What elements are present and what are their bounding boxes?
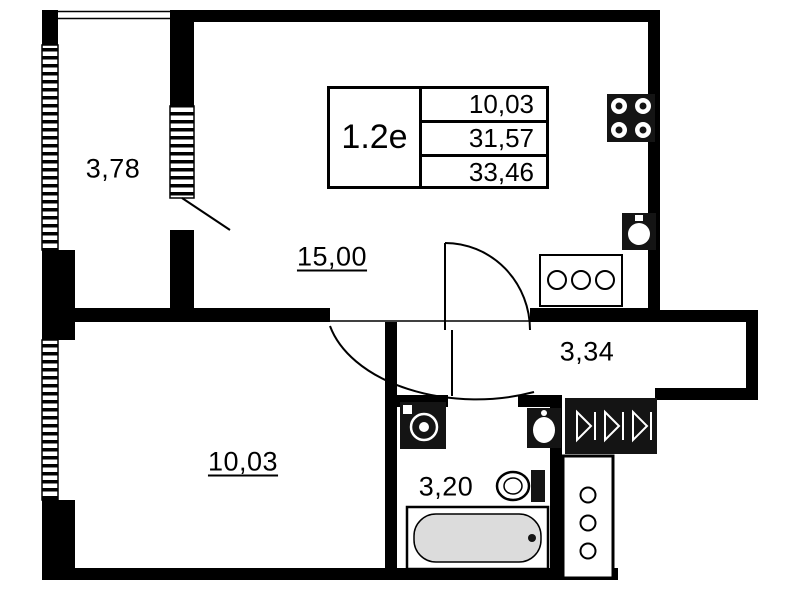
door-arc-living: [444, 242, 531, 331]
wall-top: [180, 10, 660, 22]
wall-balcony-divider-lower: [170, 230, 194, 310]
bedroom-left-window: [41, 339, 59, 501]
room-label-bathroom: 3,20: [418, 471, 474, 502]
coat-hooks-icon: [565, 398, 657, 454]
kitchen-counter: [539, 254, 623, 307]
balcony-open-door-line: [181, 197, 231, 231]
room-label-bedroom: 10,03: [207, 446, 279, 477]
wall-bedroom-bathroom: [385, 322, 397, 580]
wall-hall-top: [655, 310, 758, 322]
balcony-left-window: [41, 44, 59, 251]
utility-cabinet: [561, 454, 615, 580]
kitchen-sink-icon: [622, 213, 656, 250]
wall-balcony-divider-upper: [170, 10, 194, 106]
wall-left-bottom: [42, 500, 75, 580]
info-table-values: 10,03 31,57 33,46: [422, 89, 546, 187]
wall-right: [648, 10, 660, 322]
info-row-total-area: 33,46: [468, 157, 534, 187]
thin-lines: [58, 10, 530, 322]
info-row-living-area: 10,03: [422, 89, 546, 123]
door-swing-living: [444, 242, 531, 331]
bathtub-icon: [405, 505, 550, 571]
washing-machine-icon: [400, 402, 446, 449]
walls: [42, 10, 758, 580]
balcony-divider-window: [169, 105, 195, 199]
wall-interior-right: [530, 308, 660, 322]
wall-interior-left: [58, 308, 330, 322]
stove-icon: [607, 94, 655, 142]
apartment-type-label: 1.2e: [330, 89, 422, 186]
info-table: 1.2e 10,03 31,57 33,46: [327, 86, 549, 189]
wall-balcony-left-top: [42, 10, 58, 45]
balcony-top-edge: [58, 10, 170, 20]
room-label-balcony: 3,78: [85, 153, 141, 184]
room-label-hall: 3,34: [559, 336, 615, 367]
opening-arc-hall: [329, 325, 535, 401]
info-row-usable-area: 31,57: [422, 123, 546, 157]
windows: [41, 44, 195, 501]
wall-hall-bottom: [655, 388, 758, 400]
room-label-living: 15,00: [296, 241, 368, 272]
wall-left-connector: [42, 250, 75, 340]
door-swing-hall: [329, 325, 535, 401]
wall-bottom: [42, 568, 618, 580]
toilet-icon: [495, 470, 545, 502]
doors: [329, 242, 535, 401]
wall-hall-right: [746, 310, 758, 400]
bathroom-sink-icon: [527, 408, 561, 448]
